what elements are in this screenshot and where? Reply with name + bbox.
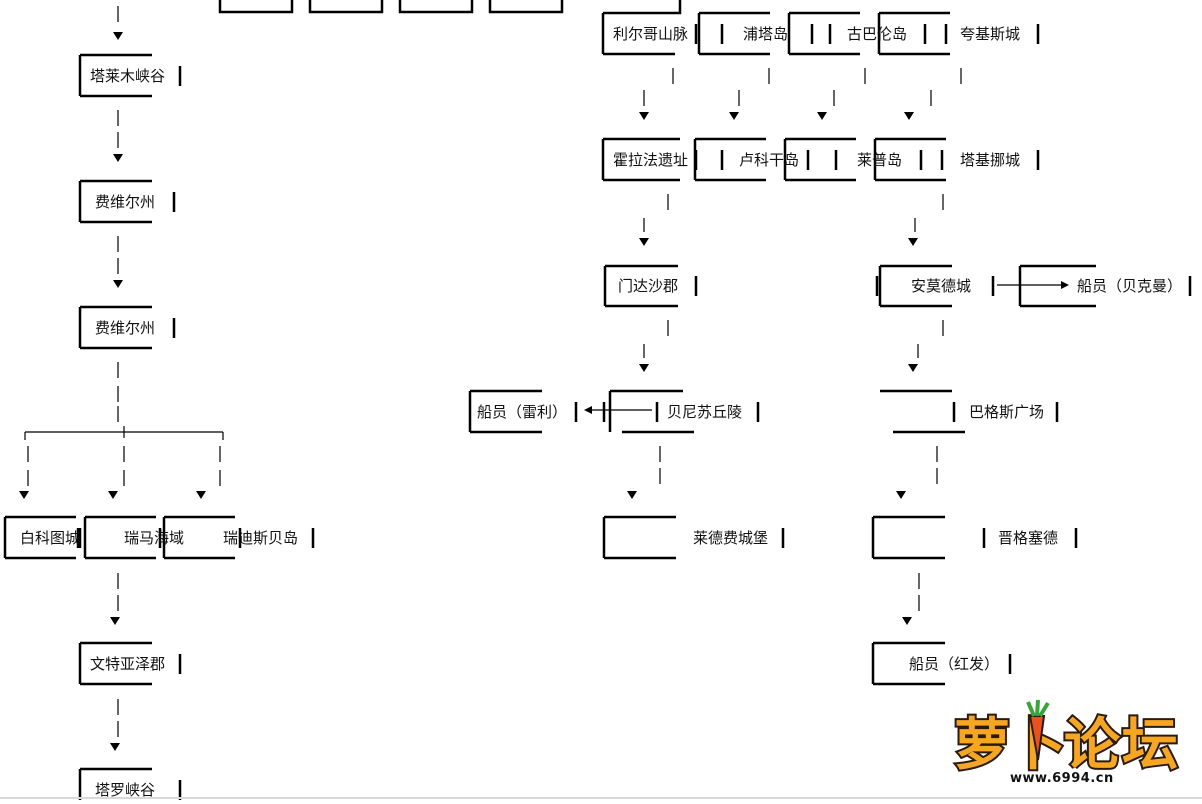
svg-text:坛: 坛 <box>1122 713 1178 778</box>
site-url: www.6994.cn <box>1010 771 1114 786</box>
node-tajinuo: 塔基挪城 <box>960 151 1021 169</box>
node-anmode: 安莫德城 <box>911 277 972 295</box>
bottom-border <box>0 797 1202 799</box>
node-beinisu: 贝尼苏丘陵 <box>667 403 743 421</box>
node-ruidisi: 瑞迪斯贝岛 <box>223 529 299 547</box>
node-lierge: 利尔哥山脉 <box>613 25 689 43</box>
node-kuajisi: 夸基斯城 <box>960 25 1021 43</box>
node-wenteya: 文特亚泽郡 <box>90 655 166 673</box>
node-gubalun: 古巴伦岛 <box>847 25 908 43</box>
site-logo-watermark: 萝 卜 论 坛 <box>948 696 1202 800</box>
node-crew-beikeman: 船员（贝克曼） <box>1077 277 1183 295</box>
node-talaimu: 塔莱木峡谷 <box>90 67 166 85</box>
node-ruima: 瑞马海域 <box>124 529 185 547</box>
node-lukegan: 卢科干岛 <box>739 151 800 169</box>
node-jingesaide: 晋格塞德 <box>998 529 1059 547</box>
node-bagesi: 巴格斯广场 <box>969 403 1045 421</box>
node-feiweier-1: 费维尔州 <box>95 193 156 211</box>
node-taluo: 塔罗峡谷 <box>95 781 156 799</box>
svg-text:萝: 萝 <box>954 713 1010 778</box>
carrot-logo-icon: 萝 卜 论 坛 <box>952 699 1180 780</box>
node-laipudao: 莱普岛 <box>857 151 903 169</box>
svg-text:论: 论 <box>1064 713 1121 778</box>
node-baiketu: 白科图城 <box>20 529 81 547</box>
node-huolafa: 霍拉法遗址 <box>613 151 689 169</box>
node-crew-hongfa: 船员（红发） <box>909 655 1000 673</box>
node-crew-leili: 船员（雷利） <box>477 403 568 421</box>
node-laidefei: 莱德费城堡 <box>693 529 769 547</box>
node-mendasha: 门达沙郡 <box>618 277 679 295</box>
node-putadao: 浦塔岛 <box>743 25 789 43</box>
node-feiweier-2: 费维尔州 <box>95 319 156 337</box>
